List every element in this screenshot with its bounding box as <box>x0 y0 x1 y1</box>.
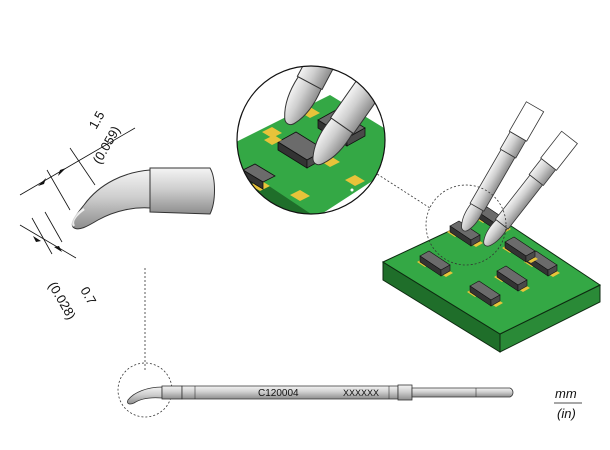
full-tip <box>117 362 514 418</box>
zoom-view <box>236 65 386 215</box>
width-in-label: (0.028) <box>45 279 79 322</box>
dimension-lines <box>19 127 136 259</box>
soldering-irons <box>461 101 578 247</box>
pcb-board <box>381 211 602 353</box>
tip-bevel-end <box>71 169 151 230</box>
zoom-leader-line <box>373 171 431 209</box>
part-number-label: C120004 <box>258 388 299 399</box>
pcb-components <box>417 206 560 307</box>
unit-imperial-label: (in) <box>557 406 576 421</box>
length-mm-label: 1.5 <box>86 108 108 131</box>
dimension-arrows <box>33 168 66 252</box>
enlarged-tip <box>71 167 215 230</box>
unit-metric-label: mm <box>555 386 577 401</box>
code-label: XXXXXX <box>343 388 379 398</box>
width-mm-label: 0.7 <box>77 284 99 307</box>
zoom-circle-outline <box>236 65 386 215</box>
board-detail-circle <box>425 184 507 266</box>
tip-shank <box>149 167 215 215</box>
